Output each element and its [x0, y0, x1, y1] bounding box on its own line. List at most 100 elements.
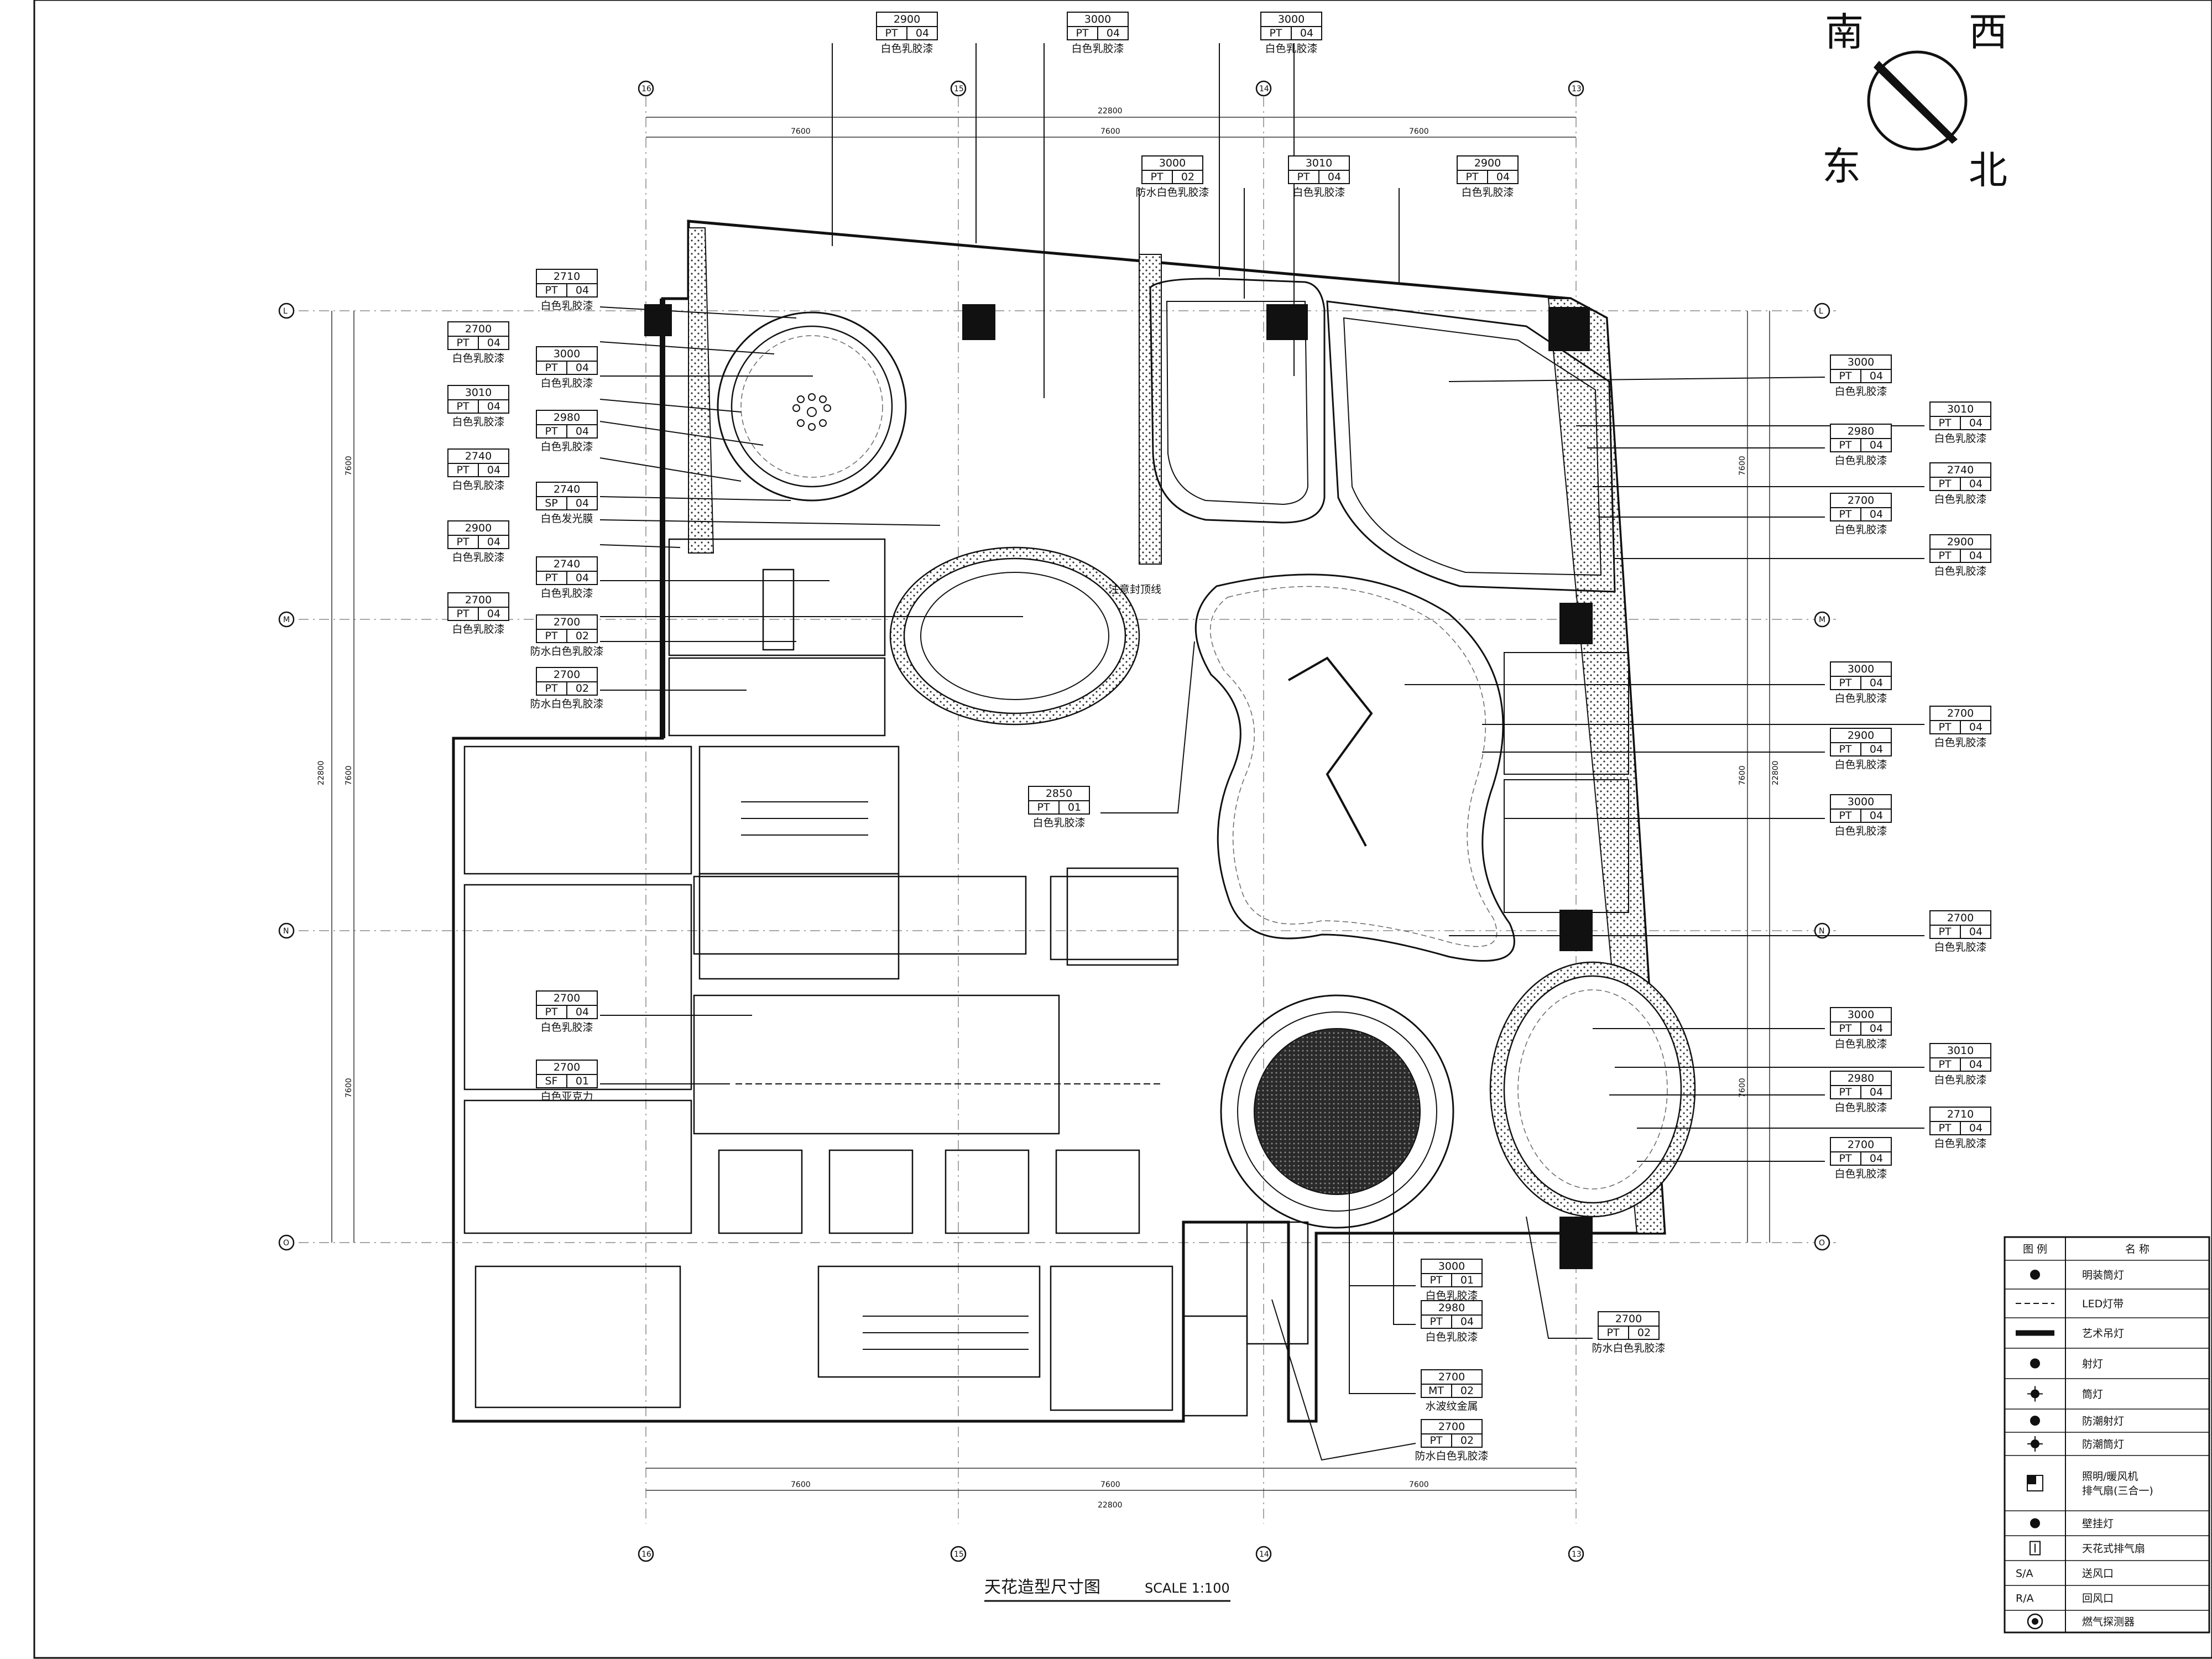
material-description: 水波纹金属	[1425, 1400, 1478, 1412]
grid-label-left: L	[283, 307, 288, 316]
drawing-title: 天花造型尺寸图 SCALE 1:100	[984, 1578, 1230, 1602]
supply-vent-icon: S/A	[2016, 1568, 2033, 1580]
material-number: 02	[1637, 1327, 1651, 1339]
material-code: PT	[456, 536, 469, 548]
material-description: 白色乳胶漆	[1934, 565, 1986, 577]
material-code: PT	[1606, 1327, 1619, 1339]
material-code: PT	[1839, 1022, 1851, 1035]
material-code: PT	[1839, 439, 1851, 451]
compass-needle-icon	[1874, 61, 1958, 144]
material-number: 02	[1460, 1385, 1474, 1397]
material-code: SP	[545, 497, 558, 509]
material-description: 白色乳胶漆	[1425, 1331, 1478, 1343]
legend-item-name: 防潮射灯	[2082, 1415, 2124, 1427]
material-description: 白色乳胶漆	[1461, 186, 1514, 199]
material-number: 04	[576, 362, 589, 374]
ceiling-height: 2700	[1438, 1421, 1465, 1433]
legend-symbol-text: R/A	[2016, 1593, 2034, 1605]
material-description: 白色乳胶漆	[1071, 43, 1124, 55]
dim-overall-right: 22800	[1771, 760, 1780, 785]
material-code: PT	[1938, 417, 1951, 429]
legend-item-name: 艺术吊灯	[2082, 1328, 2124, 1340]
ceiling-height: 3000	[554, 348, 580, 360]
grid-label-bottom: 15	[954, 1550, 964, 1559]
legend-item-name: 明装筒灯	[2082, 1269, 2124, 1281]
legend-item-name: 回风口	[2082, 1593, 2114, 1605]
material-code: PT	[1430, 1316, 1442, 1328]
material-description: 白色乳胶漆	[452, 479, 504, 492]
material-description: 防水白色乳胶漆	[1135, 186, 1209, 199]
grid-label-bottom: 14	[1259, 1550, 1269, 1559]
material-code: PT	[885, 27, 898, 39]
legend-item-name: 射灯	[2082, 1358, 2103, 1370]
material-code: PT	[1839, 810, 1851, 822]
ceiling-exhaust-icon	[2030, 1541, 2041, 1556]
dim-left-span: 7600	[345, 1078, 353, 1098]
material-description: 白色乳胶漆	[452, 352, 504, 364]
ceiling-height: 2980	[1438, 1302, 1465, 1314]
material-number: 04	[1969, 550, 1983, 562]
grid-label-right: N	[1819, 927, 1824, 936]
material-number: 04	[1870, 810, 1883, 822]
drawing-scale: SCALE 1:100	[1145, 1580, 1230, 1596]
material-description: 防水白色乳胶漆	[1592, 1342, 1665, 1354]
material-number: 04	[1969, 1058, 1983, 1071]
ceiling-height: 2700	[554, 616, 580, 628]
material-number: 04	[1870, 439, 1883, 451]
material-description: 白色乳胶漆	[1425, 1290, 1478, 1302]
ceiling-height: 3000	[1278, 13, 1305, 25]
material-number: 04	[487, 400, 500, 413]
central-freeform-ceiling	[1194, 573, 1515, 962]
compass-east: 东	[1822, 144, 1861, 189]
ceiling-height: 3000	[1848, 356, 1874, 368]
dim-left-span: 7600	[345, 456, 353, 476]
ceiling-height: 2740	[554, 483, 580, 495]
ceiling-height: 3000	[1848, 796, 1874, 808]
grid-label-left: M	[283, 615, 290, 624]
grid-label-top: 16	[641, 85, 651, 93]
ceiling-height: 2700	[1848, 494, 1874, 507]
material-description: 白色乳胶漆	[1032, 817, 1085, 829]
material-number: 04	[1870, 677, 1883, 689]
dim-bottom-span: 7600	[791, 1480, 811, 1489]
ceiling-height: 2900	[894, 13, 920, 25]
material-number: 04	[916, 27, 929, 39]
dim-bottom-span: 7600	[1100, 1480, 1120, 1489]
material-code: PT	[545, 682, 557, 695]
material-code: PT	[1839, 677, 1851, 689]
ceiling-height: 3000	[1848, 663, 1874, 675]
legend-item-name: 壁挂灯	[2082, 1518, 2114, 1530]
material-number: 04	[1870, 1152, 1883, 1165]
dim-top-span: 7600	[791, 127, 811, 136]
legend-item-name: 排气扇(三合一)	[2082, 1485, 2153, 1497]
material-number: 04	[576, 572, 589, 584]
material-number: 04	[1870, 743, 1883, 755]
material-code: PT	[545, 572, 557, 584]
material-code: PT	[1839, 370, 1851, 382]
sheet-frame	[33, 0, 2212, 1659]
material-code: PT	[545, 284, 557, 296]
legend-item-name: 送风口	[2082, 1568, 2114, 1580]
grid-label-top: 15	[954, 85, 964, 93]
ceiling-height: 3010	[465, 387, 492, 399]
legend-item-name: 防潮筒灯	[2082, 1438, 2124, 1451]
dim-top-span: 7600	[1100, 127, 1120, 136]
material-code: PT	[545, 425, 557, 437]
legend-item-name: 照明/暖风机	[2082, 1470, 2138, 1483]
